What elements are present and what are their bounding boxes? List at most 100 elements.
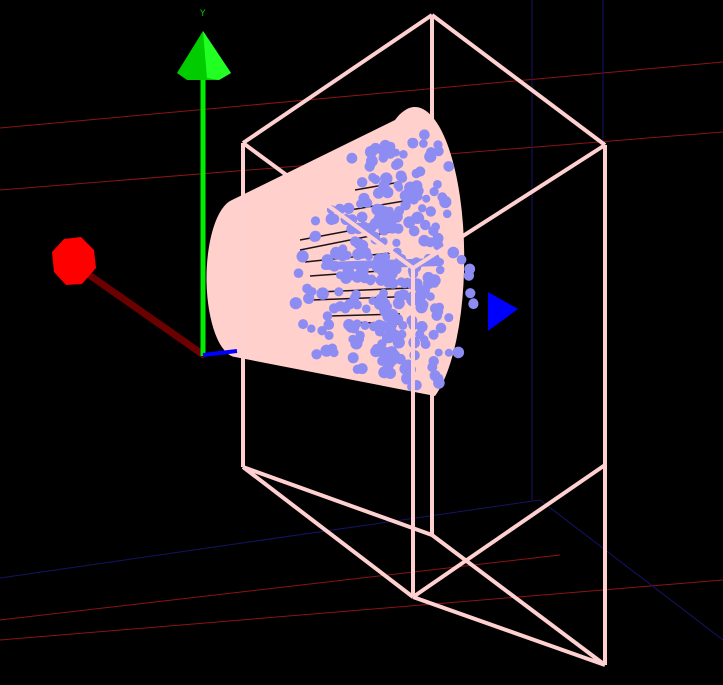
z-axis-arrow-icon — [488, 292, 518, 331]
particle-hit — [307, 324, 316, 333]
particle-hit — [376, 320, 389, 332]
particle-hit — [364, 145, 378, 159]
grid-line — [0, 579, 723, 641]
particle-hit — [340, 272, 352, 284]
particle-hit — [430, 279, 439, 288]
particle-hit — [425, 206, 436, 217]
particle-hit — [309, 230, 321, 242]
particle-hit — [387, 278, 399, 289]
particle-hit — [362, 304, 371, 314]
grid-line — [0, 61, 723, 129]
grid-line — [539, 499, 723, 641]
particle-hit — [392, 297, 405, 310]
particle-hit — [392, 336, 405, 349]
particle-hit — [447, 246, 460, 259]
particle-hit — [435, 322, 447, 334]
particle-hit — [456, 254, 467, 265]
particle-hit — [444, 313, 454, 323]
particle-hit — [428, 225, 439, 236]
particle-hit — [389, 350, 401, 361]
particle-hit — [353, 238, 363, 249]
particle-hit — [396, 170, 404, 179]
box-edge — [242, 465, 433, 537]
particle-hit — [393, 158, 404, 169]
particle-hit — [347, 352, 359, 364]
particle-hit — [442, 209, 452, 219]
particle-hit — [364, 161, 375, 172]
particle-hit — [298, 319, 309, 330]
particle-hit — [379, 288, 388, 298]
particle-hit — [415, 166, 426, 177]
particle-hit — [444, 348, 453, 357]
particle-hit — [343, 202, 355, 214]
particle-hit — [413, 213, 425, 224]
particle-hit — [317, 326, 327, 336]
particle-hit — [328, 213, 340, 225]
particle-hit — [435, 265, 445, 275]
box-edge — [430, 533, 607, 667]
x-axis-shaft — [72, 262, 208, 359]
particle-hit — [468, 298, 479, 310]
particle-hit — [380, 263, 393, 276]
particle-hit — [324, 331, 334, 340]
background-grid-blue — [0, 0, 723, 641]
particle-hit — [385, 206, 394, 215]
particle-hit — [386, 313, 396, 323]
particle-hit — [392, 238, 401, 247]
particle-hit — [349, 293, 360, 303]
particle-hit — [374, 204, 386, 215]
particle-hit — [418, 204, 427, 213]
box-edge — [241, 13, 434, 145]
box-edge — [430, 13, 607, 147]
particle-hit — [316, 287, 329, 300]
particle-hit — [321, 254, 334, 266]
z-axis — [202, 292, 518, 357]
particle-hit — [383, 332, 395, 344]
particle-hit — [429, 187, 439, 197]
particle-hit — [465, 288, 476, 299]
particle-hit — [357, 177, 368, 188]
particle-hit — [408, 225, 420, 237]
particle-hit — [322, 311, 333, 321]
particle-hit — [395, 183, 404, 192]
particle-hit — [443, 161, 455, 172]
particle-hit — [371, 343, 382, 354]
particle-hit — [380, 364, 393, 377]
particle-hit — [428, 329, 439, 340]
grid-line — [0, 554, 561, 621]
particle-track — [354, 181, 401, 191]
particle-track — [317, 287, 411, 293]
particle-hit — [338, 244, 348, 254]
particle-hit — [407, 138, 416, 147]
particle-hit — [464, 263, 476, 275]
particle-hit — [293, 268, 304, 279]
particle-hit — [380, 252, 391, 262]
grid-line — [0, 499, 541, 579]
particle-hit — [434, 302, 444, 312]
particle-hit — [356, 199, 365, 209]
particle-hit — [424, 150, 437, 163]
particle-hit — [368, 296, 377, 305]
particle-hit — [327, 343, 338, 354]
particle-hit — [415, 329, 425, 340]
particle-hit — [354, 334, 365, 344]
y-axis: Y — [177, 9, 231, 356]
particle-hit — [352, 364, 363, 374]
particle-hit — [433, 146, 444, 157]
particle-hit — [364, 252, 373, 261]
particle-hit — [310, 216, 321, 226]
particle-hit — [441, 199, 450, 208]
particle-hit — [362, 198, 373, 208]
particle-hit — [426, 292, 435, 301]
detector-box-front-edges — [241, 13, 607, 667]
particle-hit — [433, 180, 442, 189]
y-axis-label: Y — [199, 9, 206, 19]
particle-hit — [416, 321, 428, 333]
particle-hit — [369, 217, 382, 230]
y-axis-arrow-highlight — [203, 31, 231, 80]
box-edge — [241, 141, 415, 270]
particle-hit — [419, 139, 428, 148]
particle-hit — [334, 287, 344, 297]
